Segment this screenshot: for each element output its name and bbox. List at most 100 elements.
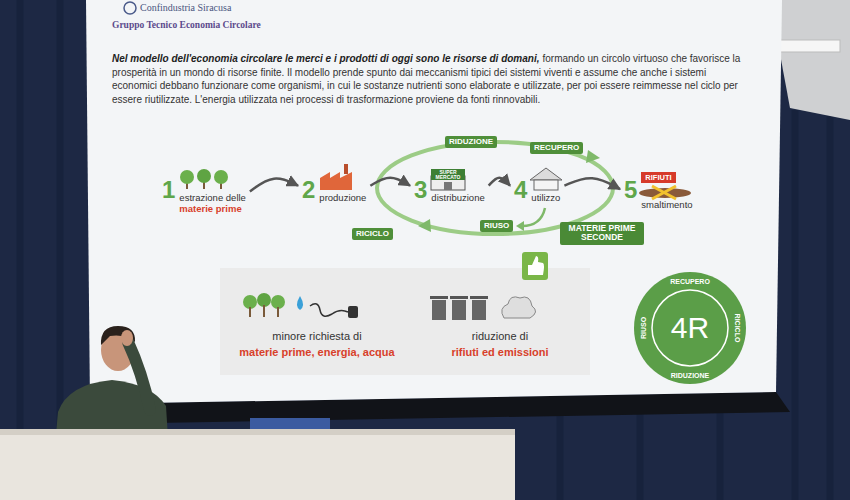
ring-word: RECUPERO [670, 278, 710, 285]
curtain-folds [20, 0, 830, 500]
emission-cloud [502, 297, 536, 318]
tree-crown [257, 293, 271, 307]
trees-icon [180, 169, 228, 189]
ring-word: RIUSO [640, 317, 647, 339]
step-label-column: distribuzione [431, 168, 484, 203]
thumbs-up-badge [522, 252, 548, 280]
circular-loop [377, 142, 613, 234]
plug [348, 306, 358, 318]
step-number: 5 [624, 178, 637, 202]
desk [0, 432, 515, 500]
landfill-icon [639, 186, 691, 199]
cable [310, 304, 348, 317]
bin-lid [470, 296, 488, 299]
step-label: produzione [319, 192, 366, 203]
roof [530, 168, 562, 180]
ring-word: RICICLO [734, 314, 741, 343]
water-drop [297, 296, 303, 310]
4r-inner-ring [652, 290, 728, 366]
process-step: 2 produzione [300, 168, 368, 203]
loop-tag: RECUPERO [530, 142, 583, 154]
process-step: 5 RIFIUTI smaltimento [622, 168, 695, 210]
bin-lid [450, 296, 468, 299]
process-step: 4utilizzo [512, 168, 562, 203]
bin [432, 300, 446, 320]
4r-badge [634, 272, 746, 384]
cross [652, 186, 676, 199]
cross [652, 186, 676, 199]
benefit-text: riduzione di [412, 330, 588, 342]
step-label: utilizzo [531, 192, 560, 203]
benefit-text: materie prime, energia, acqua [222, 346, 412, 358]
step-label-column: produzione [319, 168, 366, 203]
step-label: materie prime [179, 203, 246, 214]
shop-icon [431, 169, 465, 190]
house [534, 180, 558, 190]
tree-crown [243, 295, 257, 309]
step-label-column: estrazione dellematerie prime [179, 168, 246, 215]
step-label-column: RIFIUTI smaltimento [641, 168, 692, 210]
fold [637, 400, 644, 500]
waste-icons [430, 296, 536, 320]
intro-paragraph: Nel modello dell'economia circolare le m… [112, 52, 752, 106]
hand [121, 330, 133, 346]
projection-screen [86, 0, 782, 404]
desk-edge [0, 429, 515, 435]
benefit-text: minore richiesta di [222, 330, 412, 342]
tag-text: RICICLO [356, 229, 389, 239]
trunk [277, 307, 279, 317]
fold [827, 110, 834, 500]
tag-text: RIDUZIONE [449, 137, 493, 147]
step-label: smaltimento [641, 199, 692, 210]
loop-tag: RIUSO [480, 220, 513, 232]
ring-word: RIDUZIONE [671, 372, 710, 379]
lead-sentence: Nel modello dell'economia circolare le m… [112, 53, 539, 64]
secondary-materials-tag: MATERIE PRIME SECONDE [560, 222, 644, 245]
loop-arrowhead [586, 150, 600, 163]
step-number: 1 [162, 178, 175, 202]
bin-lid [430, 296, 448, 299]
shop-sign-text: SUPER MERCATO [431, 170, 465, 180]
step-number: 3 [414, 178, 427, 202]
arm [128, 342, 150, 410]
benefits-panel [220, 268, 590, 375]
thumbs-up [528, 256, 544, 275]
trunk [249, 307, 251, 317]
badge-title: 4R [671, 313, 709, 343]
step-label: distribuzione [431, 192, 484, 203]
factory-icon [320, 164, 352, 190]
flow-arrow [489, 178, 510, 186]
tree-crown [197, 169, 211, 183]
flow-arrow [250, 179, 298, 192]
4r-circle: 4R RECUPERO RICICLO RIDUZIONE RIUSO [634, 272, 746, 384]
flow-arrow [564, 178, 620, 189]
tag-text: RECUPERO [534, 143, 579, 153]
trunk [263, 305, 265, 317]
chimney [344, 164, 348, 174]
tag-text: RIUSO [484, 221, 509, 231]
logo-emblem [124, 2, 136, 14]
organization-name: Confindustria Siracusa [140, 2, 231, 13]
hair [101, 326, 135, 345]
loop-arrowhead [418, 219, 431, 232]
loop-tag: RIDUZIONE [445, 136, 497, 148]
loop-tag: RICICLO [352, 228, 393, 240]
step-number: 2 [302, 178, 315, 202]
shop-door [444, 182, 452, 190]
shop-sign [431, 169, 465, 180]
fold [17, 0, 24, 500]
tag-text: MATERIE PRIME SECONDE [564, 224, 640, 243]
reuse-arrowhead [516, 221, 524, 231]
house-icon [530, 168, 562, 190]
tree-crown [271, 295, 285, 309]
fold [792, 110, 799, 500]
tree-crown [214, 170, 228, 184]
benefit-text: rifiuti ed emissioni [412, 346, 588, 358]
ceiling [770, 0, 850, 120]
group-name: Gruppo Tecnico Economia Circolare [112, 20, 261, 30]
tree-crown [180, 170, 194, 184]
fold [717, 400, 724, 500]
waste-tag: RIFIUTI [641, 172, 675, 183]
